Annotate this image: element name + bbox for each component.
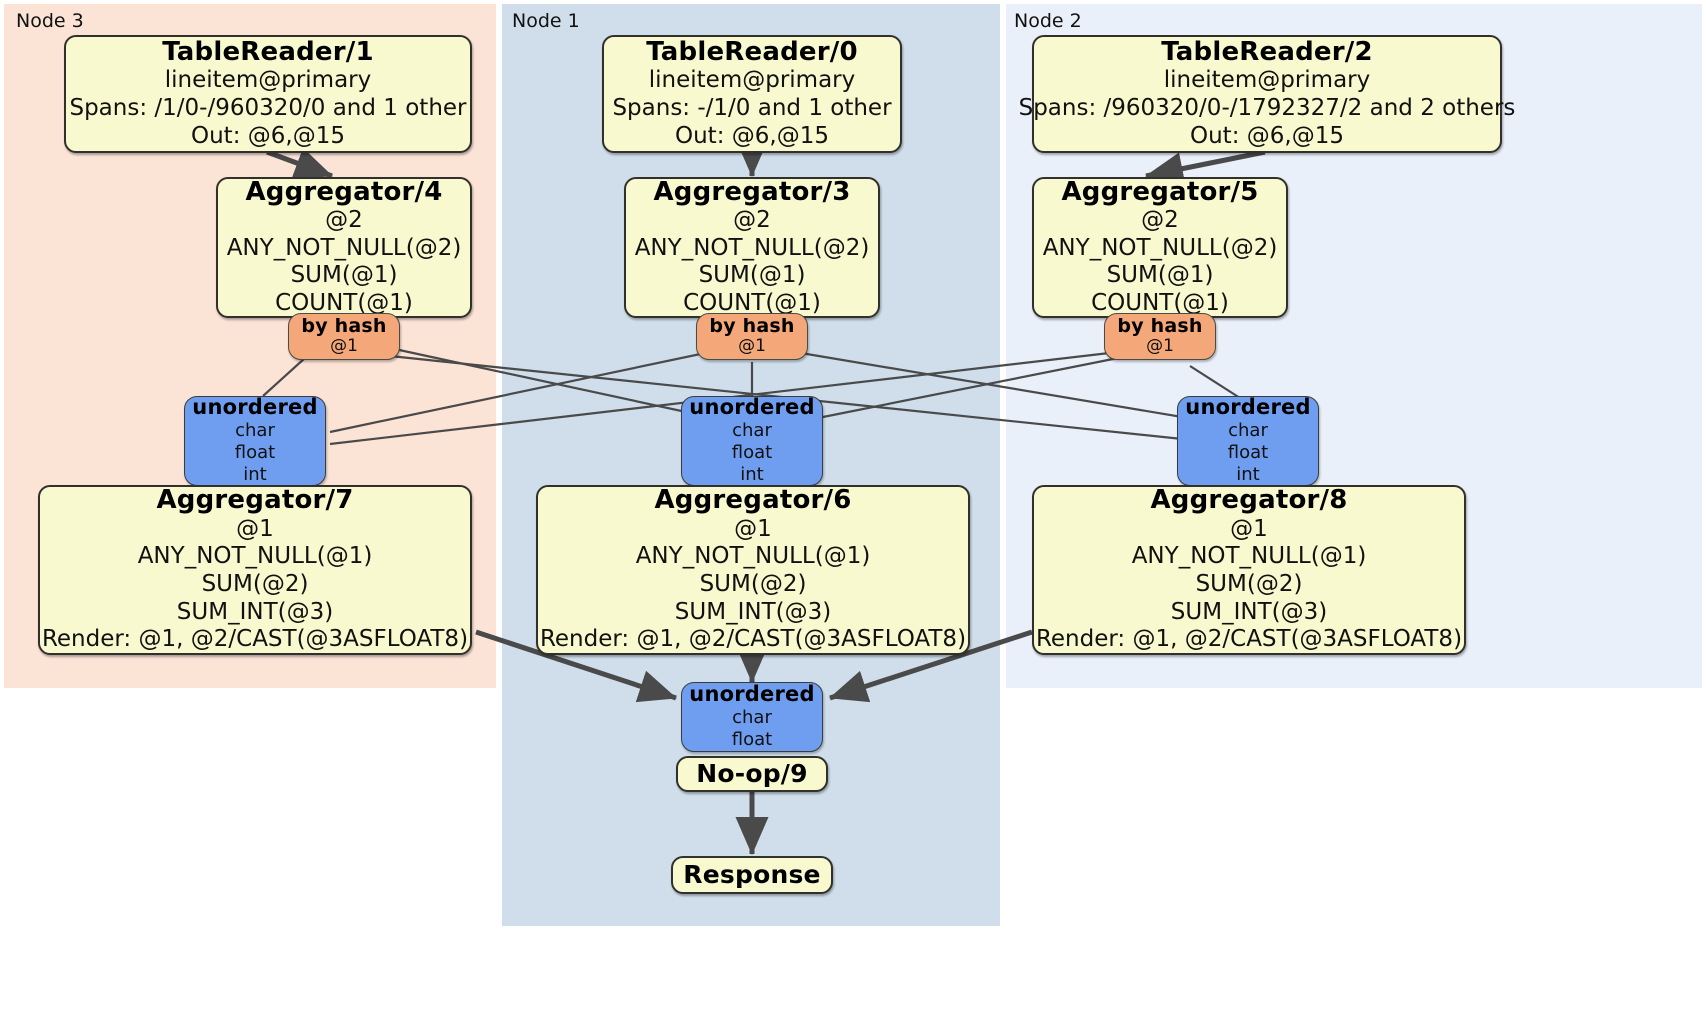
node-title: Aggregator/6 (654, 485, 852, 516)
node-tablereader-1[interactable]: TableReader/1 lineitem@primary Spans: /1… (64, 35, 472, 153)
sync-type-line: float (234, 441, 276, 463)
node-detail-line: COUNT(@1) (275, 289, 413, 316)
panel-label-node-2: Node 2 (1014, 10, 1082, 32)
sync-title: unordered (689, 395, 815, 420)
router-title: by hash (1117, 315, 1203, 338)
output-router-by-hash-left[interactable]: by hash @1 (288, 313, 400, 360)
node-detail-line: lineitem@primary (648, 67, 856, 94)
node-detail-line: @2 (325, 207, 363, 234)
node-detail-line: @1 (734, 515, 772, 542)
node-detail-line: Spans: -/1/0 and 1 other (612, 95, 892, 122)
node-detail-line: ANY_NOT_NULL(@1) (635, 543, 871, 570)
sync-title: unordered (689, 682, 815, 707)
node-detail-line: lineitem@primary (164, 67, 372, 94)
node-tablereader-2[interactable]: TableReader/2 lineitem@primary Spans: /9… (1019, 35, 1515, 153)
node-title: Aggregator/3 (653, 176, 851, 207)
router-detail-line: @1 (330, 336, 358, 357)
node-detail-line: SUM_INT(@3) (674, 598, 832, 625)
sync-type-line: char (235, 419, 275, 441)
output-router-by-hash-center[interactable]: by hash @1 (696, 313, 808, 360)
node-title: Aggregator/4 (245, 176, 443, 207)
input-sync-unordered-center[interactable]: unordered char float int (681, 396, 823, 486)
node-detail-line: ANY_NOT_NULL(@2) (634, 234, 870, 261)
node-detail-line: Spans: /1/0-/960320/0 and 1 other (69, 95, 467, 122)
node-detail-line: SUM(@1) (290, 262, 398, 289)
node-title: No-op/9 (696, 758, 808, 788)
node-render-line: Render: @1, @2/CAST(@3ASFLOAT8) (1035, 626, 1463, 653)
input-sync-unordered-left[interactable]: unordered char float int (184, 396, 326, 486)
node-no-op-9[interactable]: No-op/9 (676, 756, 828, 792)
panel-label-node-3: Node 3 (16, 10, 84, 32)
node-tablereader-0[interactable]: TableReader/0 lineitem@primary Spans: -/… (602, 35, 902, 153)
node-detail-line: @1 (1230, 515, 1268, 542)
node-aggregator-6[interactable]: Aggregator/6 @1 ANY_NOT_NULL(@1) SUM(@2)… (536, 485, 970, 655)
node-detail-line: SUM(@1) (698, 262, 806, 289)
node-detail-line: Out: @6,@15 (1190, 122, 1344, 149)
node-title: TableReader/2 (1161, 36, 1373, 67)
input-sync-unordered-right[interactable]: unordered char float int (1177, 396, 1319, 486)
node-detail-line: SUM(@2) (1195, 571, 1303, 598)
node-title: TableReader/1 (162, 36, 374, 67)
node-aggregator-3[interactable]: Aggregator/3 @2 ANY_NOT_NULL(@2) SUM(@1)… (624, 177, 880, 318)
node-title: TableReader/0 (646, 36, 858, 67)
node-aggregator-5[interactable]: Aggregator/5 @2 ANY_NOT_NULL(@2) SUM(@1)… (1032, 177, 1288, 318)
sync-type-line: int (1236, 463, 1260, 485)
sync-title: unordered (192, 395, 318, 420)
sync-type-line: char (1228, 419, 1268, 441)
output-router-by-hash-right[interactable]: by hash @1 (1104, 313, 1216, 360)
sync-type-line: char (732, 706, 772, 728)
router-title: by hash (709, 315, 795, 338)
node-detail-line: COUNT(@1) (1091, 289, 1229, 316)
node-detail-line: ANY_NOT_NULL(@2) (1042, 234, 1278, 261)
node-detail-line: SUM_INT(@3) (176, 598, 334, 625)
router-detail-line: @1 (738, 336, 766, 357)
sync-type-line: float (731, 441, 773, 463)
node-title: Aggregator/7 (156, 485, 354, 516)
router-title: by hash (301, 315, 387, 338)
node-detail-line: @2 (733, 207, 771, 234)
sync-title: unordered (1185, 395, 1311, 420)
node-aggregator-4[interactable]: Aggregator/4 @2 ANY_NOT_NULL(@2) SUM(@1)… (216, 177, 472, 318)
node-detail-line: SUM(@2) (201, 571, 309, 598)
node-aggregator-7[interactable]: Aggregator/7 @1 ANY_NOT_NULL(@1) SUM(@2)… (38, 485, 472, 655)
node-detail-line: SUM_INT(@3) (1170, 598, 1328, 625)
node-detail-line: lineitem@primary (1163, 67, 1371, 94)
node-title: Response (683, 859, 821, 889)
input-sync-unordered-final[interactable]: unordered char float (681, 682, 823, 752)
router-detail-line: @1 (1146, 336, 1174, 357)
sync-type-line: char (732, 419, 772, 441)
node-detail-line: ANY_NOT_NULL(@1) (137, 543, 373, 570)
sync-type-line: float (731, 728, 773, 750)
node-detail-line: Spans: /960320/0-/1792327/2 and 2 others (1018, 95, 1516, 122)
sync-type-line: int (740, 463, 764, 485)
node-detail-line: ANY_NOT_NULL(@1) (1131, 543, 1367, 570)
node-title: Aggregator/8 (1150, 485, 1348, 516)
sync-type-line: float (1227, 441, 1269, 463)
node-response[interactable]: Response (671, 856, 833, 894)
sync-type-line: int (243, 463, 267, 485)
node-render-line: Render: @1, @2/CAST(@3ASFLOAT8) (539, 626, 967, 653)
node-title: Aggregator/5 (1061, 176, 1259, 207)
node-detail-line: COUNT(@1) (683, 289, 821, 316)
node-aggregator-8[interactable]: Aggregator/8 @1 ANY_NOT_NULL(@1) SUM(@2)… (1032, 485, 1466, 655)
node-detail-line: ANY_NOT_NULL(@2) (226, 234, 462, 261)
node-detail-line: @1 (236, 515, 274, 542)
panel-label-node-1: Node 1 (512, 10, 580, 32)
node-detail-line: SUM(@1) (1106, 262, 1214, 289)
node-detail-line: @2 (1141, 207, 1179, 234)
node-detail-line: Out: @6,@15 (191, 122, 345, 149)
node-detail-line: Out: @6,@15 (675, 122, 829, 149)
node-detail-line: SUM(@2) (699, 571, 807, 598)
node-render-line: Render: @1, @2/CAST(@3ASFLOAT8) (41, 626, 469, 653)
